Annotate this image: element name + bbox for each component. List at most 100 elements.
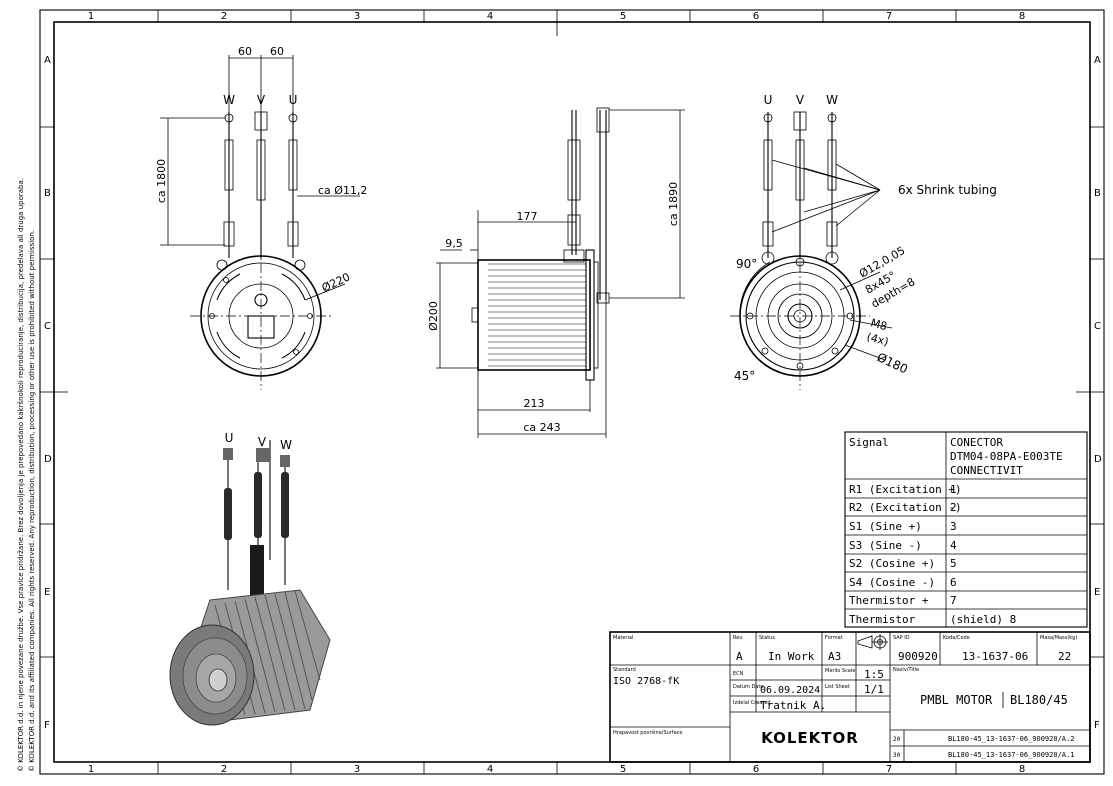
dim-177: 177 — [517, 210, 538, 223]
grid-row-label: E — [44, 587, 50, 598]
phase-label-w: W — [826, 93, 838, 107]
sheet-value: 1/1 — [864, 683, 884, 696]
signal-cell: Thermistor + — [849, 594, 929, 607]
grid-col-label: 7 — [886, 11, 892, 22]
pin-cell: 5 — [950, 557, 957, 570]
grid-row-label: C — [1094, 321, 1101, 332]
scale-label: Merilo Scale — [825, 668, 855, 674]
status-value: In Work — [768, 650, 815, 663]
grid-col-label: 8 — [1019, 11, 1025, 22]
grid-col-label: 1 — [88, 764, 94, 775]
grid-rows: A B C D E F A B C D E F — [40, 55, 1104, 731]
date-label: Datum Date — [733, 684, 763, 690]
title-label: Naziv/Title — [893, 667, 919, 673]
signal-table: Signal CONECTOR DTM04-08PA-E003TE CONNEC… — [844, 431, 1088, 628]
file-row-name: BL180-45_13-1637-06_900920/A.2 — [948, 735, 1074, 743]
dim-243: ca 243 — [523, 421, 560, 434]
file-row-num: 30 — [893, 752, 901, 759]
title-value-2: BL180/45 — [1010, 693, 1068, 707]
created-value: Tratnik A. — [760, 699, 826, 712]
code-value: 13-1637-06 — [962, 650, 1028, 663]
grid-row-label: D — [44, 454, 52, 465]
format-value: A3 — [828, 650, 841, 663]
grid-col-label: 2 — [221, 11, 227, 22]
file-row-name: BL180-45_13-1637-06_900920/A.1 — [948, 751, 1074, 759]
grid-row-label: D — [1094, 454, 1102, 465]
copyright-line-2: © KOLEKTOR d.d. and its affiliated compa… — [28, 230, 36, 772]
surface-label: Hrapavost površine/Surface — [613, 729, 683, 736]
thread-dim-1: M8 — [869, 316, 888, 333]
grid-col-label: 6 — [753, 11, 759, 22]
iso-phase-u: U — [225, 431, 234, 445]
angle-45: 45° — [734, 369, 755, 383]
signal-cell: R1 (Excitation +) — [849, 483, 962, 496]
iso-phase-w: W — [280, 438, 292, 452]
scale-value: 1:5 — [864, 668, 884, 681]
grid-col-label: 5 — [620, 764, 626, 775]
grid-row-label: F — [44, 720, 50, 731]
created-label: Izdelal Created — [733, 700, 771, 706]
thread-dim-2: (4x) — [865, 330, 890, 348]
pin-cell: 3 — [950, 520, 957, 533]
signal-header: Signal — [849, 436, 889, 449]
mass-label: Masa/Mass(kg) — [1040, 635, 1077, 641]
file-row-num: 20 — [893, 736, 901, 743]
signal-cell: Thermistor — [849, 613, 916, 626]
dim-flange-dia: Ø220 — [320, 270, 352, 294]
signal-cell: S1 (Sine +) — [849, 520, 922, 533]
side-view: ca 1890 177 9,5 Ø200 — [427, 107, 685, 438]
copyright-notice: © KOLEKTOR d.d. in njene povezane družbe… — [17, 178, 36, 772]
pin-cell: 1 — [950, 483, 957, 496]
title-block: Material Rev A Status In Work Format A3 … — [609, 631, 1091, 763]
pin-cell: 2 — [950, 501, 957, 514]
dim-9-5: 9,5 — [445, 237, 463, 250]
grid-col-label: 4 — [487, 764, 493, 775]
rev-label: Rev — [733, 635, 742, 641]
phase-label-v: V — [796, 93, 805, 107]
mass-value: 22 — [1058, 650, 1071, 663]
grid-row-label: B — [1094, 188, 1101, 199]
dim-spacing-2: 60 — [270, 45, 284, 58]
pin-cell: (shield) 8 — [950, 613, 1016, 626]
material-label: Material — [613, 635, 633, 641]
connector-header-line: CONNECTIVIT — [950, 464, 1023, 477]
signal-cell: S3 (Sine -) — [849, 539, 922, 552]
grid-col-label: 1 — [88, 11, 94, 22]
kolektor-logo: KOLEKTOR — [761, 729, 859, 747]
title-value-1: PMBL MOTOR — [920, 693, 993, 707]
dim-200: Ø200 — [427, 301, 440, 331]
grid-row-label: C — [44, 321, 51, 332]
angle-90: 90° — [736, 257, 757, 271]
signal-cell: R2 (Excitation -) — [849, 501, 962, 514]
phase-label-u: U — [764, 93, 773, 107]
grid-row-label: F — [1094, 720, 1100, 731]
dim-length-side: ca 1890 — [667, 182, 680, 226]
connector-header-line: DTM04-08PA-E003TE — [950, 450, 1063, 463]
signal-cell: S2 (Cosine +) — [849, 557, 935, 570]
dia-180: Ø180 — [875, 350, 910, 376]
shrink-tubing-note: 6x Shrink tubing — [898, 183, 997, 197]
dim-213: 213 — [524, 397, 545, 410]
sap-label: SAP ID — [893, 635, 910, 641]
signal-cell: S4 (Cosine -) — [849, 576, 935, 589]
dim-cable-dia: ca Ø11,2 — [318, 184, 367, 197]
ecn-label: ECN — [733, 671, 744, 677]
front-view: W V U 60 60 ca 1800 ca Ø11,2 — [155, 45, 367, 390]
grid-col-label: 2 — [221, 764, 227, 775]
date-value: 06.09.2024 — [760, 685, 820, 696]
grid-row-label: A — [1094, 55, 1101, 66]
pin-cell: 4 — [950, 539, 957, 552]
status-label: Status — [759, 635, 775, 641]
dim-length-front: ca 1800 — [155, 159, 168, 203]
rev-value: A — [736, 650, 743, 663]
grid-col-label: 3 — [354, 11, 360, 22]
fold-marks — [54, 22, 1090, 393]
grid-col-label: 5 — [620, 11, 626, 22]
projection-symbol-icon — [857, 634, 888, 650]
grid-row-label: B — [44, 188, 51, 199]
dim-spacing-1: 60 — [238, 45, 252, 58]
grid-col-label: 4 — [487, 11, 493, 22]
pin-cell: 6 — [950, 576, 957, 589]
sap-value: 900920 — [898, 650, 938, 663]
